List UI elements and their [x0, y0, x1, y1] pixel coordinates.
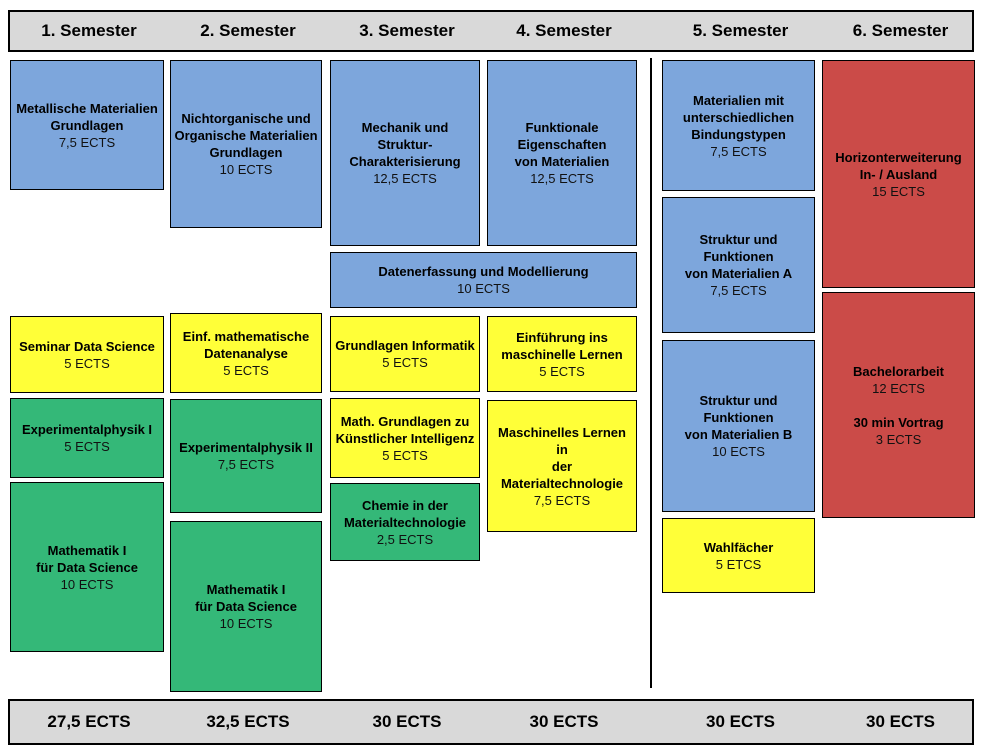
course-title: Mathematik I für Data Science: [195, 582, 297, 614]
course-block-struktur-funktionen-b: Struktur und Funktionen von Materialien …: [662, 340, 815, 512]
course-title: Math. Grundlagen zu Künstlicher Intellig…: [335, 413, 475, 446]
total-semester-3: 30 ECTS: [372, 712, 442, 731]
header-semester-1: 1. Semester: [41, 21, 137, 40]
course-block-metallische-materialien: Metallische Materialien Grundlagen 7,5 E…: [10, 60, 164, 190]
course-title: Struktur und Funktionen von Materialien …: [684, 232, 793, 281]
course-title: Chemie in der Materialtechnologie: [343, 497, 467, 530]
course-title: Wahlfächer: [703, 539, 774, 555]
course-title: Mechanik und Struktur- Charakterisierung: [349, 120, 461, 169]
course-ects: 10 ECTS: [60, 576, 114, 592]
course-title: Horizonterweiterung In- / Ausland: [835, 149, 962, 182]
course-title: Experimentalphysik I: [21, 422, 153, 437]
course-block-mechanik-struktur: Mechanik und Struktur- Charakterisierung…: [330, 60, 480, 246]
course-block-datenerfassung-modellierung: Datenerfassung und Modellierung 10 ECTS: [330, 252, 637, 308]
course-block-struktur-funktionen-a: Struktur und Funktionen von Materialien …: [662, 197, 815, 333]
total-semester-6: 30 ECTS: [866, 712, 935, 731]
course-block-funktionale-eigenschaften: Funktionale Eigenschaften von Materialie…: [487, 60, 637, 246]
course-ects: 12 ECTS: [872, 380, 925, 396]
course-block-chemie-materialtechnologie: Chemie in der Materialtechnologie 2,5 EC…: [330, 483, 480, 561]
course-block-maschinelles-lernen-materialtechnologie: Maschinelles Lernen in der Materialtechn…: [487, 400, 637, 532]
course-block-math-grundlagen-ki: Math. Grundlagen zu Künstlicher Intellig…: [330, 398, 480, 478]
ects-total-bar: 27,5 ECTS 32,5 ECTS 30 ECTS 30 ECTS 30 E…: [8, 699, 974, 745]
course-block-einf-mathematische-datenanalyse: Einf. mathematische Datenanalyse 5 ECTS: [170, 313, 322, 393]
course-title: Materialien mit unterschiedlichen Bindun…: [682, 92, 795, 142]
course-title: Einführung ins maschinelle Lernen: [501, 329, 623, 362]
course-title: Maschinelles Lernen in der Materialtechn…: [498, 424, 626, 491]
total-semester-1: 27,5 ECTS: [47, 712, 131, 731]
course-title: Datenerfassung und Modellierung: [378, 264, 589, 279]
course-ects: 5 ECTS: [64, 439, 110, 454]
header-semester-6: 6. Semester: [852, 21, 949, 40]
course-title: Seminar Data Science: [19, 338, 155, 354]
course-block-wahlfaecher: Wahlfächer 5 ETCS: [662, 518, 815, 593]
course-ects: 10 ECTS: [219, 616, 273, 631]
course-ects: 7,5 ECTS: [58, 134, 116, 150]
course-ects: 7,5 ECTS: [533, 492, 591, 508]
course-block-nichtorganische-materialien: Nichtorganische und Organische Materiali…: [170, 60, 322, 228]
course-ects: 5 ETCS: [715, 556, 762, 572]
header-semester-5: 5. Semester: [692, 21, 789, 40]
course-title: Einf. mathematische Datenanalyse: [182, 328, 310, 361]
course-title: 30 min Vortrag: [853, 414, 944, 430]
course-title: Grundlagen Informatik: [335, 338, 475, 353]
course-title: Mathematik I für Data Science: [36, 542, 138, 575]
course-ects: 12,5 ECTS: [373, 171, 437, 186]
course-ects: 7,5 ECTS: [710, 283, 767, 298]
course-block-bachelorarbeit: Bachelorarbeit 12 ECTS 30 min Vortrag 3 …: [822, 292, 975, 518]
course-block-experimentalphysik-2: Experimentalphysik II 7,5 ECTS: [170, 399, 322, 513]
course-ects: 7,5 ECTS: [217, 457, 275, 472]
course-title: Struktur und Funktionen von Materialien …: [684, 393, 793, 442]
semester-header-bar: 1. Semester 2. Semester 3. Semester 4. S…: [8, 10, 974, 52]
total-semester-5: 30 ECTS: [706, 712, 775, 731]
course-ects: 5 ECTS: [64, 355, 110, 371]
course-ects: 10 ECTS: [219, 162, 273, 177]
header-semester-3: 3. Semester: [359, 21, 455, 40]
course-ects: 5 ECTS: [223, 362, 269, 378]
course-block-mathematik-1-sem2: Mathematik I für Data Science 10 ECTS: [170, 521, 322, 692]
total-semester-2: 32,5 ECTS: [206, 712, 290, 731]
course-title: Experimentalphysik II: [179, 440, 313, 455]
course-block-grundlagen-informatik: Grundlagen Informatik 5 ECTS: [330, 316, 480, 392]
course-title: Nichtorganische und Organische Materiali…: [174, 111, 318, 160]
course-ects: 2,5 ECTS: [376, 531, 434, 547]
course-block-seminar-data-science: Seminar Data Science 5 ECTS: [10, 316, 164, 393]
course-ects: 10 ECTS: [457, 281, 510, 296]
semester-divider-line: [650, 58, 652, 688]
course-block-einfuehrung-maschinelles-lernen: Einführung ins maschinelle Lernen 5 ECTS: [487, 316, 637, 392]
total-semester-4: 30 ECTS: [529, 712, 599, 731]
header-semester-4: 4. Semester: [516, 21, 612, 40]
course-ects: 5 ECTS: [382, 355, 428, 370]
course-ects: 15 ECTS: [872, 183, 925, 199]
course-block-experimentalphysik-1: Experimentalphysik I 5 ECTS: [10, 398, 164, 478]
course-title: Funktionale Eigenschaften von Materialie…: [514, 120, 610, 169]
course-ects: 12,5 ECTS: [530, 171, 594, 186]
course-ects: 5 ECTS: [539, 363, 585, 379]
course-block-mathematik-1-sem1: Mathematik I für Data Science 10 ECTS: [10, 482, 164, 652]
course-ects: 5 ECTS: [382, 447, 428, 463]
course-ects: 7,5 ECTS: [710, 143, 767, 159]
course-block-materialien-bindungstypen: Materialien mit unterschiedlichen Bindun…: [662, 60, 815, 191]
course-block-horizonterweiterung: Horizonterweiterung In- / Ausland 15 ECT…: [822, 60, 975, 288]
course-ects: 3 ECTS: [875, 431, 922, 447]
course-title: Bachelorarbeit: [852, 363, 945, 379]
course-title: Metallische Materialien Grundlagen: [16, 100, 158, 133]
course-ects: 10 ECTS: [712, 444, 765, 459]
header-semester-2: 2. Semester: [200, 21, 296, 40]
